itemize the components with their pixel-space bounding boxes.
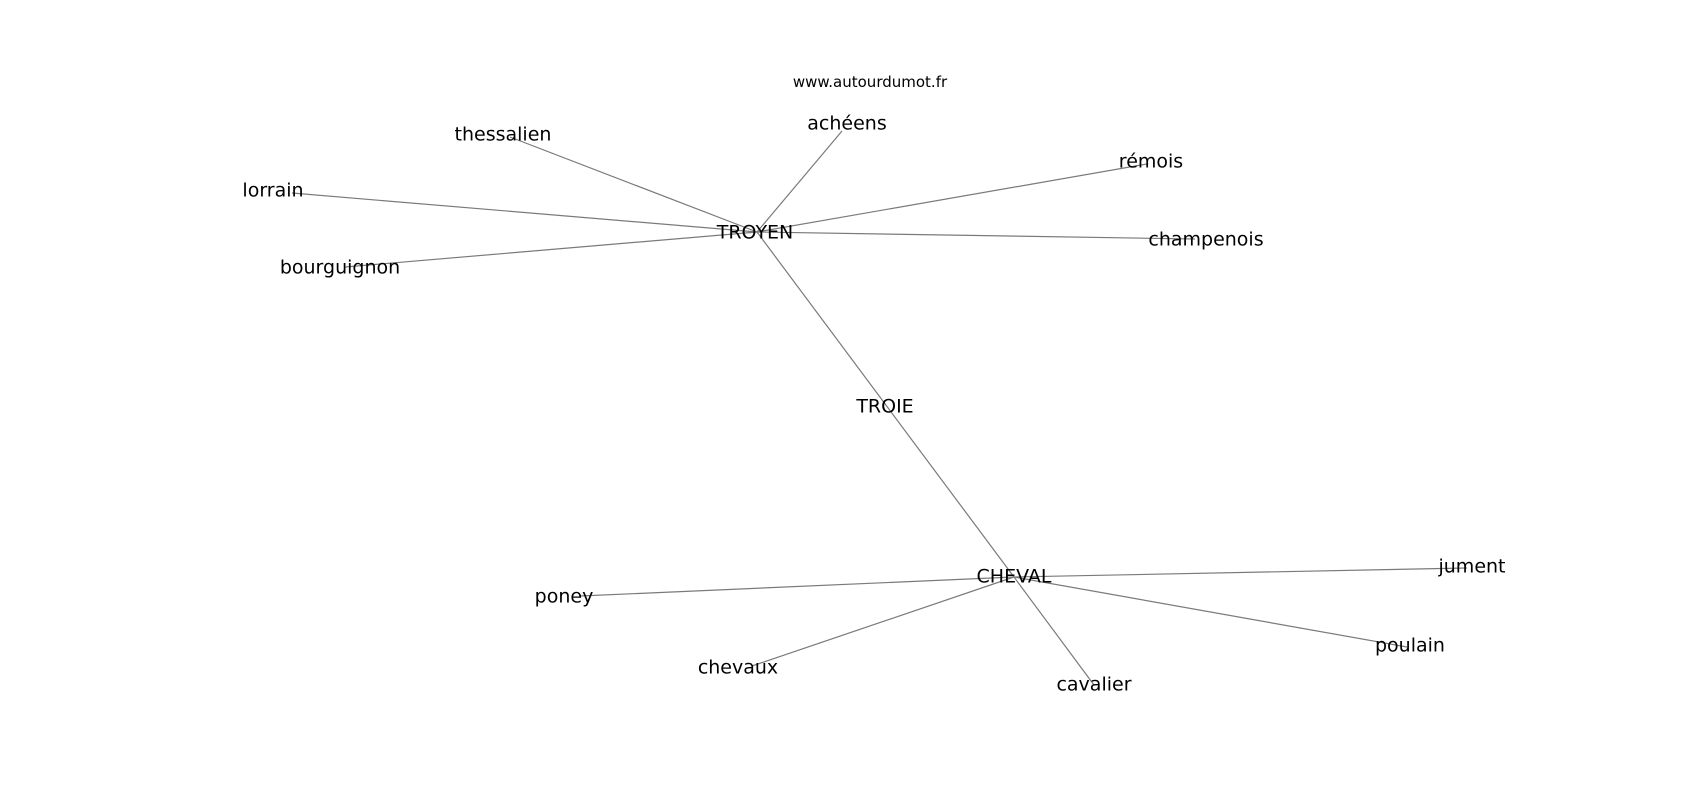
node-jument[interactable]: jument [1437, 556, 1505, 578]
edge-troyen-champenois [756, 231, 1196, 240]
node-thessalien[interactable]: thessalien [455, 124, 552, 146]
node-champenois[interactable]: champenois [1148, 229, 1263, 251]
node-troyen[interactable]: TROYEN [716, 222, 794, 244]
source-watermark: www.autourdumot.fr [793, 73, 948, 91]
edge-cheval-chevaux [751, 576, 1015, 667]
edge-troyen-thessalien [509, 136, 758, 233]
node-remois[interactable]: rémois [1119, 151, 1183, 173]
node-acheens[interactable]: achéens [807, 113, 886, 135]
edge-troyen-lorrain [291, 192, 758, 233]
node-chevaux[interactable]: chevaux [698, 657, 778, 679]
edge-cheval-jument [1013, 567, 1468, 578]
edge-troyen-bourguignon [344, 231, 758, 268]
edge-troyen-cheval [756, 231, 1015, 578]
edge-troyen-remois [756, 163, 1148, 233]
node-bourguignon[interactable]: bourguignon [280, 257, 400, 279]
node-lorrain[interactable]: lorrain [242, 180, 303, 202]
node-cavalier[interactable]: cavalier [1056, 674, 1131, 696]
edge-cheval-cavalier [1013, 576, 1095, 686]
node-poulain[interactable]: poulain [1375, 635, 1445, 657]
node-cheval[interactable]: CHEVAL [977, 566, 1052, 588]
edges-layer [291, 130, 1468, 686]
node-poney[interactable]: poney [535, 586, 594, 608]
edge-troyen-acheens [756, 130, 843, 233]
edge-cheval-poney [579, 576, 1015, 597]
node-troie[interactable]: TROIE [855, 396, 913, 418]
edge-cheval-poulain [1013, 576, 1408, 648]
nodes-layer: TROYEN TROIE CHEVAL achéens thessalien lorrai… [242, 113, 1505, 696]
